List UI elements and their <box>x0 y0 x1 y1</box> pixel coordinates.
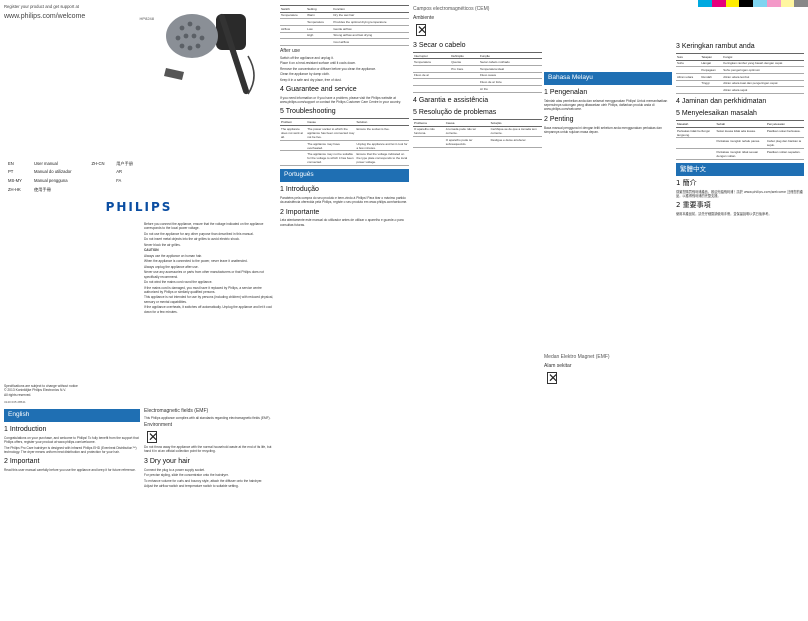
pt-troubleshooting-table: Problema Causa Solução O aparelho não fu… <box>413 118 542 148</box>
column-cover-english: Register your product and get support at… <box>4 4 274 617</box>
safety-warnings: Before you connect the appliance, ensure… <box>144 222 274 314</box>
weee-bin-icon <box>147 429 158 445</box>
table-row: Perkakas mungkin tidak sesuai dengan vol… <box>676 148 804 160</box>
section-resolucao: 5 Resolução de problemas <box>413 109 497 117</box>
table-row: O aparelho pode ter sobreaquecido.Deslig… <box>413 136 542 148</box>
section-cem: Campos electromagnéticos (CEM) <box>413 6 490 12</box>
section-introducao: 1 Introdução <box>280 185 319 193</box>
section-guarantee: 4 Guarantee and service <box>280 85 357 93</box>
language-index: EN User manual ZH-CN 用户手册 PT Manual do u… <box>4 158 144 195</box>
section-alam-sekitar: Alam sekitar <box>544 362 572 369</box>
english-section-2: Electromagnetic fields (EMF) This Philip… <box>144 406 274 490</box>
barcode-number: 3140 035 28541 <box>4 400 26 404</box>
section-jaminan: 4 Jaminan dan perkhidmatan <box>676 97 767 105</box>
section-emf: Electromagnetic fields (EMF) <box>144 408 209 414</box>
model-number: HP8248 <box>139 16 154 21</box>
legal-info: Specifications are subject to change wit… <box>4 384 78 397</box>
section-importante: 2 Importante <box>280 208 320 216</box>
section-keringkan: 3 Keringkan rambut anda <box>676 43 755 50</box>
section-after-use: After use <box>280 47 301 54</box>
section-secar-cabelo: 3 Secar o cabelo <box>413 41 466 49</box>
printer-color-bar <box>698 0 808 7</box>
malay-continued: 3 Keringkan rambut anda Suis Tetapan Fun… <box>676 43 804 217</box>
ms-troubleshooting-table: Masalah Sebab Penyelesaian Perkakas tida… <box>676 120 804 160</box>
language-header-english: English <box>4 409 140 422</box>
hairdryer-illustration <box>164 13 255 95</box>
section-environment: Environment <box>144 422 173 429</box>
section-troubleshooting: 5 Troubleshooting <box>280 108 336 116</box>
section-jianjie: 1 簡介 <box>676 178 697 187</box>
section-important: 2 Important <box>4 458 40 466</box>
portuguese-continued: Campos electromagnéticos (CEM) Ambiente … <box>413 4 542 228</box>
language-header-portuguese: Português <box>280 169 409 182</box>
language-header-chinese: 繁體中文 <box>676 162 804 176</box>
section-menyelesaikan: 5 Menyelesaikan masalah <box>676 110 757 118</box>
english-section: English 1 Introduction Congratulations o… <box>4 409 140 473</box>
table-row: The appliance may not be suitable for th… <box>280 150 409 167</box>
section-dry-hair: 3 Dry your hair <box>144 457 190 465</box>
language-row[interactable]: EN User manual ZH-CN 用户手册 <box>8 160 133 166</box>
section-emf-malay: Medan Elektro Magnet (EMF) <box>544 354 610 361</box>
table-row: Cool airflow <box>280 38 409 46</box>
language-header-malay: Bahasa Melayu <box>544 72 672 85</box>
language-row[interactable]: ZH-HK 使用手冊 <box>8 187 51 193</box>
philips-logo: PHILIPS <box>105 200 173 214</box>
table-row: Perkakas tidak berfungsi langsung.Soket … <box>676 127 804 139</box>
pt-settings-table: Interruptor Definição Função Temperatura… <box>413 51 542 93</box>
weee-bin-icon <box>416 22 427 38</box>
register-text: Register your product and get support at <box>4 4 79 9</box>
language-row[interactable]: PT Manual do utilizador AR <box>8 169 123 175</box>
weee-bin-icon <box>547 370 558 386</box>
column-malay-chinese: Bahasa Melayu 1 Pengenalan Tahniah atas … <box>544 4 804 617</box>
table-row: Ar frio <box>413 85 542 93</box>
section-ambiente: Ambiente <box>413 14 435 21</box>
troubleshooting-table: Problem Cause Solution The appliance doe… <box>280 118 409 167</box>
welcome-url[interactable]: www.philips.com/welcome <box>4 12 86 20</box>
table-row: Perkakas mungkin terlalu panas.Cabut pla… <box>676 137 804 150</box>
table-row: Fluxo de ar forte <box>413 78 542 86</box>
table-row: The appliance does not work at all.The p… <box>280 125 409 141</box>
section-garantia: 4 Garantia e assistência <box>413 96 489 104</box>
table-row: Aliran udara sejuk <box>676 86 804 94</box>
section-zhongyao: 2 重要事項 <box>676 201 711 210</box>
language-row[interactable]: MS-MY Manual pengguna FA <box>8 178 122 184</box>
table-row: O aparelho não funciona.A tomada pode nã… <box>413 126 542 138</box>
table-row: The appliance may have overheated.Unplug… <box>280 140 409 152</box>
malay-section: Bahasa Melayu 1 Pengenalan Tahniah atas … <box>544 4 672 386</box>
section-pengenalan: 1 Pengenalan <box>544 88 588 96</box>
section-penting: 2 Penting <box>544 115 574 123</box>
section-introduction: 1 Introduction <box>4 425 47 433</box>
